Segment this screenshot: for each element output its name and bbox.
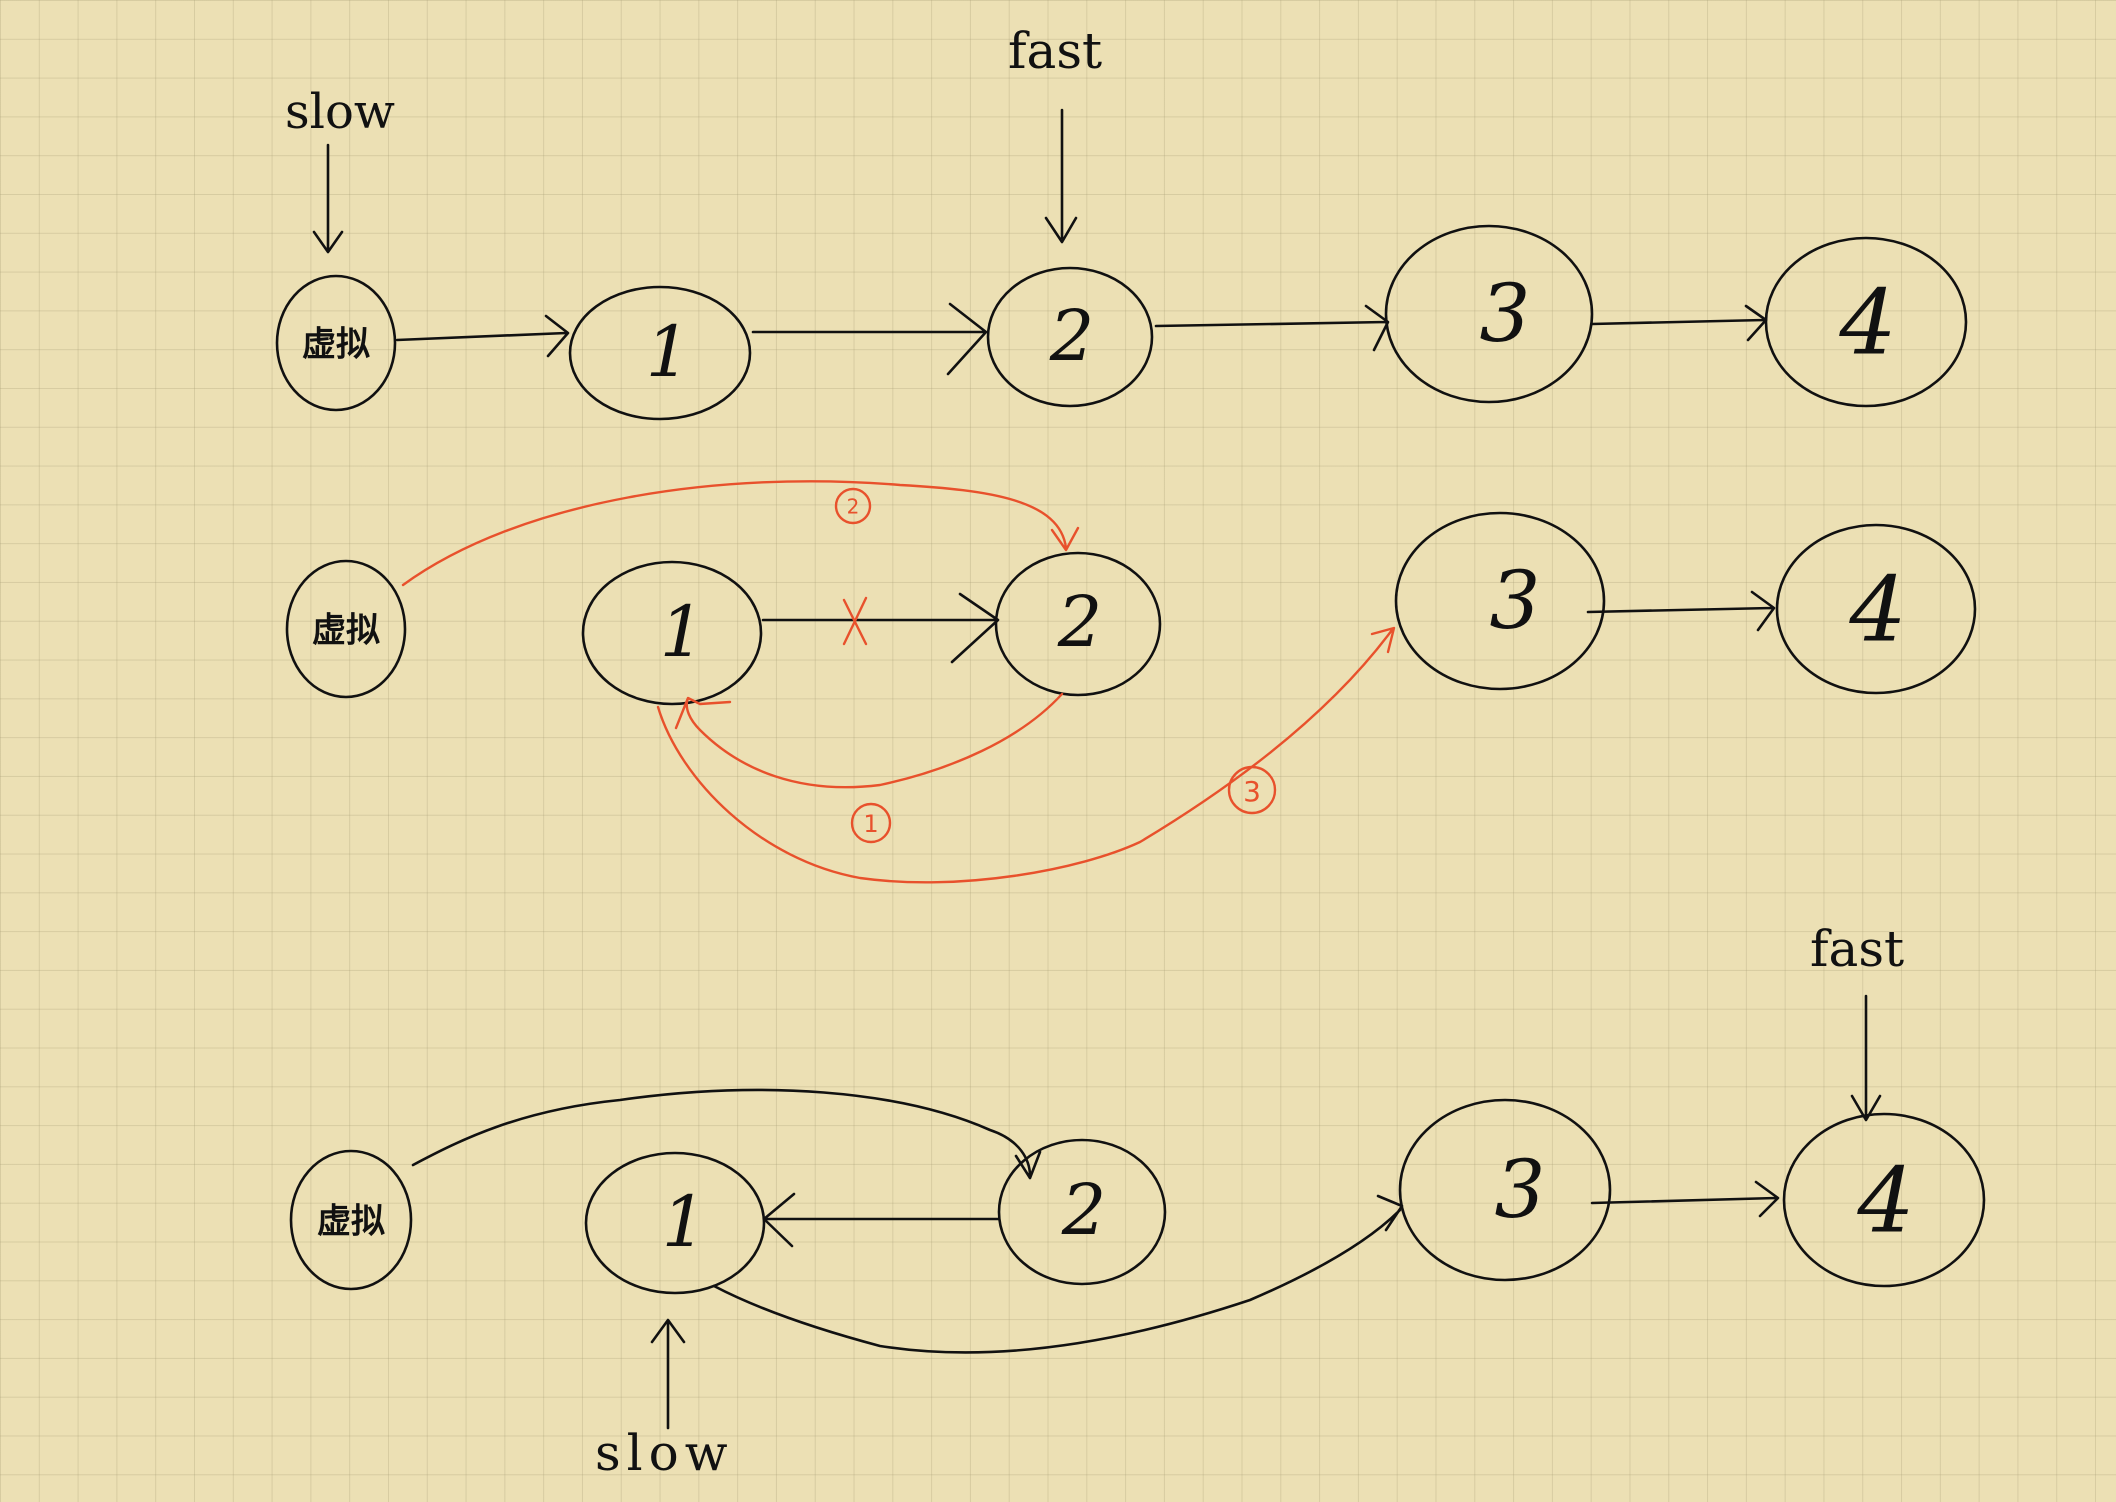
row-1-initial: slow fast 虚拟 1 2 3 4 xyxy=(275,22,1968,421)
fast-pointer-label-row3: fast xyxy=(1810,920,1904,978)
step1-badge-label: 1 xyxy=(863,810,878,838)
node-dummy-row3 xyxy=(289,1149,413,1291)
node-1-row3 xyxy=(584,1151,766,1295)
node-dummy-label-row1: 虚拟 xyxy=(302,325,370,365)
node-2-label-row2: 2 xyxy=(1057,581,1103,663)
slow-pointer-arrow-row1 xyxy=(312,143,344,254)
slow-pointer-arrow-row3 xyxy=(650,1318,686,1430)
edge-dummy-to-1-row1 xyxy=(395,314,570,358)
node-3-row2 xyxy=(1394,511,1606,691)
node-2-row3 xyxy=(997,1138,1167,1286)
cut-edge-mark xyxy=(842,596,868,646)
node-4-label-row1: 4 xyxy=(1838,270,1896,375)
node-dummy-row2 xyxy=(285,559,407,699)
edge-3-to-4-row1 xyxy=(1590,304,1768,342)
step1-badge xyxy=(850,802,892,844)
row-2-steps: 虚拟 1 2 3 4 2 1 3 xyxy=(285,480,1977,884)
step2-edge-dummy-to-2 xyxy=(401,480,1080,587)
node-2-row1 xyxy=(986,266,1154,408)
step2-badge-label: 2 xyxy=(847,495,860,519)
step2-badge xyxy=(834,487,872,525)
node-dummy-label-row2: 虚拟 xyxy=(312,611,380,651)
node-4-row2 xyxy=(1775,523,1977,695)
edge-1-to-3-row3 xyxy=(712,1194,1404,1354)
node-2-label-row3: 2 xyxy=(1061,1169,1107,1251)
node-3-row1 xyxy=(1384,224,1594,404)
node-1-label-row1: 1 xyxy=(646,311,691,393)
fast-pointer-label-row1: fast xyxy=(1008,22,1102,80)
node-dummy-label-row3: 虚拟 xyxy=(317,1202,385,1242)
edge-1-to-2-row2 xyxy=(761,592,1000,664)
node-dummy-row1 xyxy=(275,274,397,412)
node-3-label-row1: 3 xyxy=(1480,267,1531,360)
edge-3-to-4-row3 xyxy=(1590,1180,1780,1218)
step3-badge-label: 3 xyxy=(1243,775,1261,808)
node-3-label-row2: 3 xyxy=(1490,554,1541,647)
edge-1-to-2-row1 xyxy=(751,302,988,376)
node-1-row1 xyxy=(568,285,752,421)
fast-pointer-arrow-row1 xyxy=(1044,108,1078,244)
node-4-row1 xyxy=(1764,236,1968,408)
edge-2-to-1-row3 xyxy=(762,1192,1000,1248)
node-3-row3 xyxy=(1398,1098,1612,1282)
edge-3-to-4-row2 xyxy=(1586,590,1776,632)
node-2-label-row1: 2 xyxy=(1049,295,1095,377)
step3-edge-1-to-3 xyxy=(656,626,1396,884)
node-4-row3 xyxy=(1782,1112,1986,1288)
node-2-row2 xyxy=(994,551,1162,697)
slow-pointer-label-row3: slow xyxy=(595,1424,734,1482)
node-4-label-row2: 4 xyxy=(1848,557,1906,662)
node-1-label-row3: 1 xyxy=(662,1181,707,1263)
fast-pointer-arrow-row3 xyxy=(1850,994,1882,1122)
row-3-result: fast 虚拟 1 2 3 4 slow xyxy=(289,920,1986,1482)
edge-2-to-3-row1 xyxy=(1154,304,1390,352)
node-1-row2 xyxy=(581,560,763,706)
slow-pointer-label-row1: slow xyxy=(285,84,395,140)
step1-edge-2-to-1 xyxy=(674,692,1064,789)
node-3-label-row3: 3 xyxy=(1495,1143,1546,1236)
step3-badge xyxy=(1227,765,1277,815)
edge-dummy-to-2-row3 xyxy=(411,1088,1042,1180)
node-4-label-row3: 4 xyxy=(1856,1148,1914,1253)
node-1-label-row2: 1 xyxy=(660,591,705,673)
